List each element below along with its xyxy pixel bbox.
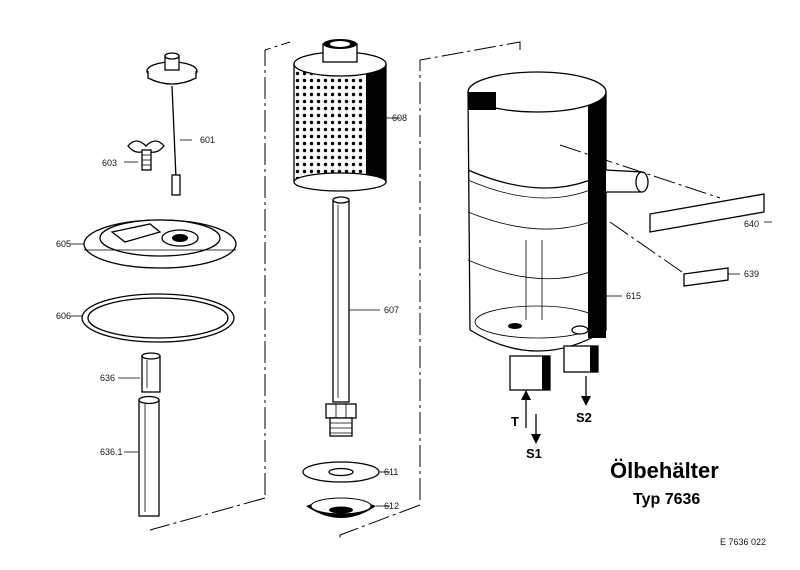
flow-label-s2: S2 (576, 410, 592, 425)
title-line2: Typ 7636 (633, 491, 700, 508)
lid-605 (83, 219, 237, 269)
flow-label-s1: S1 (526, 446, 542, 461)
washer-611 (302, 461, 380, 483)
rod-607 (325, 196, 357, 437)
label-636: 636 (100, 373, 115, 383)
label-605: 605 (56, 239, 71, 249)
tube-636-1 (138, 395, 160, 517)
label-611: 611 (384, 467, 398, 477)
gasket-606 (81, 293, 235, 343)
sleeve-636 (141, 352, 161, 393)
flow-arrow-t (521, 390, 531, 428)
label-606: 606 (56, 311, 71, 321)
label-601: 601 (200, 135, 215, 145)
bracket-middle (419, 41, 521, 500)
tank-615 (467, 71, 649, 391)
label-608: 608 (392, 113, 407, 123)
label-636-1: 636.1 (100, 447, 123, 457)
bracket-left (264, 41, 291, 495)
label-607: 607 (384, 305, 399, 315)
title-line1: Ölbehälter (610, 458, 719, 483)
label-615: 615 (626, 291, 641, 301)
flow-arrow-s2 (581, 376, 591, 406)
plate-640 (649, 193, 765, 233)
flow-arrow-s1 (531, 414, 541, 444)
label-603: 603 (102, 158, 117, 168)
label-612: 612 (384, 501, 399, 511)
cup-washer-612 (306, 497, 376, 518)
drawing-number: E 7636 022 (720, 537, 766, 547)
label-640: 640 (744, 219, 759, 229)
filter-608 (293, 39, 387, 192)
label-639: 639 (744, 269, 759, 279)
dipstick-cap-601 (146, 52, 198, 196)
wing-screw-603 (127, 140, 165, 171)
flow-label-t: T (511, 414, 519, 429)
plate-639 (683, 267, 729, 287)
